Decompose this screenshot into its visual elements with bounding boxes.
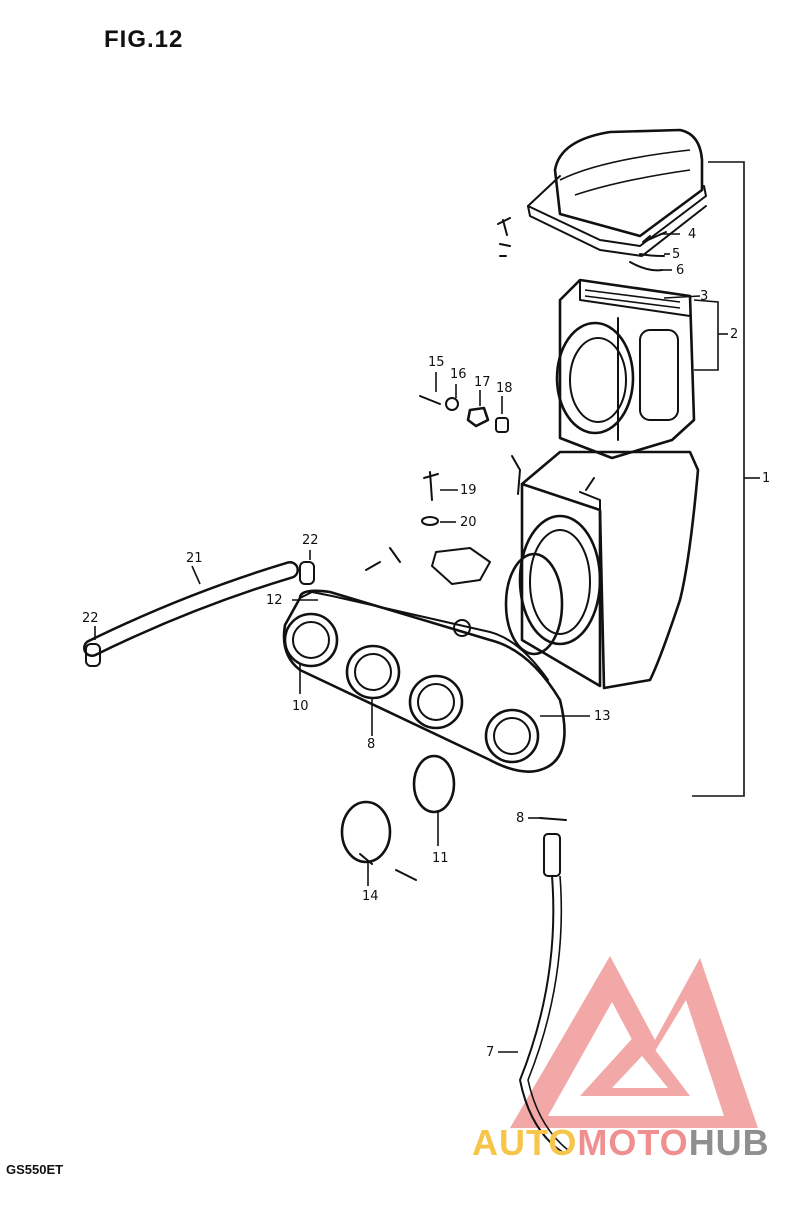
callout-14: 14 [362,889,379,904]
intake-manifold [282,589,566,773]
callout-18: 18 [496,381,513,396]
callout-1: 1 [762,471,770,486]
callout-11: 11 [432,851,449,866]
leader-lines [94,233,760,1053]
callout-2: 2 [730,327,738,342]
callout-7: 7 [486,1045,494,1060]
clamp-11 [412,754,456,814]
callout-15: 15 [428,355,445,370]
callout-22-left: 22 [82,611,99,626]
callout-8: 8 [367,737,375,752]
callout-22-right: 22 [302,533,319,548]
watermark-hub: HUB [688,1122,770,1163]
callout-20: 20 [460,515,477,530]
watermark-auto: AUTO [472,1122,578,1163]
air-cleaner-case [511,450,700,690]
drain-tube [519,817,569,1153]
callout-3: 3 [700,289,708,304]
hose-clip-right [299,561,315,585]
case-seal-ring [504,552,564,656]
clamp-14 [340,800,392,864]
clamp-screw [359,853,417,881]
callout-labels: 1 2 3 4 5 6 7 8 8 10 11 12 13 14 15 16 1… [82,227,770,1060]
callout-12: 12 [266,593,283,608]
callout-13: 13 [594,709,611,724]
figure-title: FIG.12 [104,26,184,53]
watermark-text: AUTOMOTOHUB [472,1122,770,1164]
callout-19: 19 [460,483,477,498]
callout-21: 21 [186,551,203,566]
callout-8-plug: 8 [516,811,524,826]
callout-bracket-2 [693,299,719,371]
callout-10: 10 [292,699,309,714]
callout-bracket-1 [692,161,745,797]
hose-clip-left [85,643,101,667]
air-cleaner-cover [527,128,707,257]
callout-16: 16 [450,367,467,382]
watermark-logo [510,956,758,1128]
model-code: GS550ET [6,1162,64,1177]
callout-5: 5 [672,247,680,262]
callout-4: 4 [688,227,696,242]
callout-6: 6 [676,263,684,278]
mounting-hardware [419,395,509,526]
watermark-moto: MOTO [577,1122,689,1163]
callout-17: 17 [474,375,491,390]
air-filter-element [555,278,696,460]
manifold-bracket [365,547,491,637]
breather-hose [83,561,299,657]
